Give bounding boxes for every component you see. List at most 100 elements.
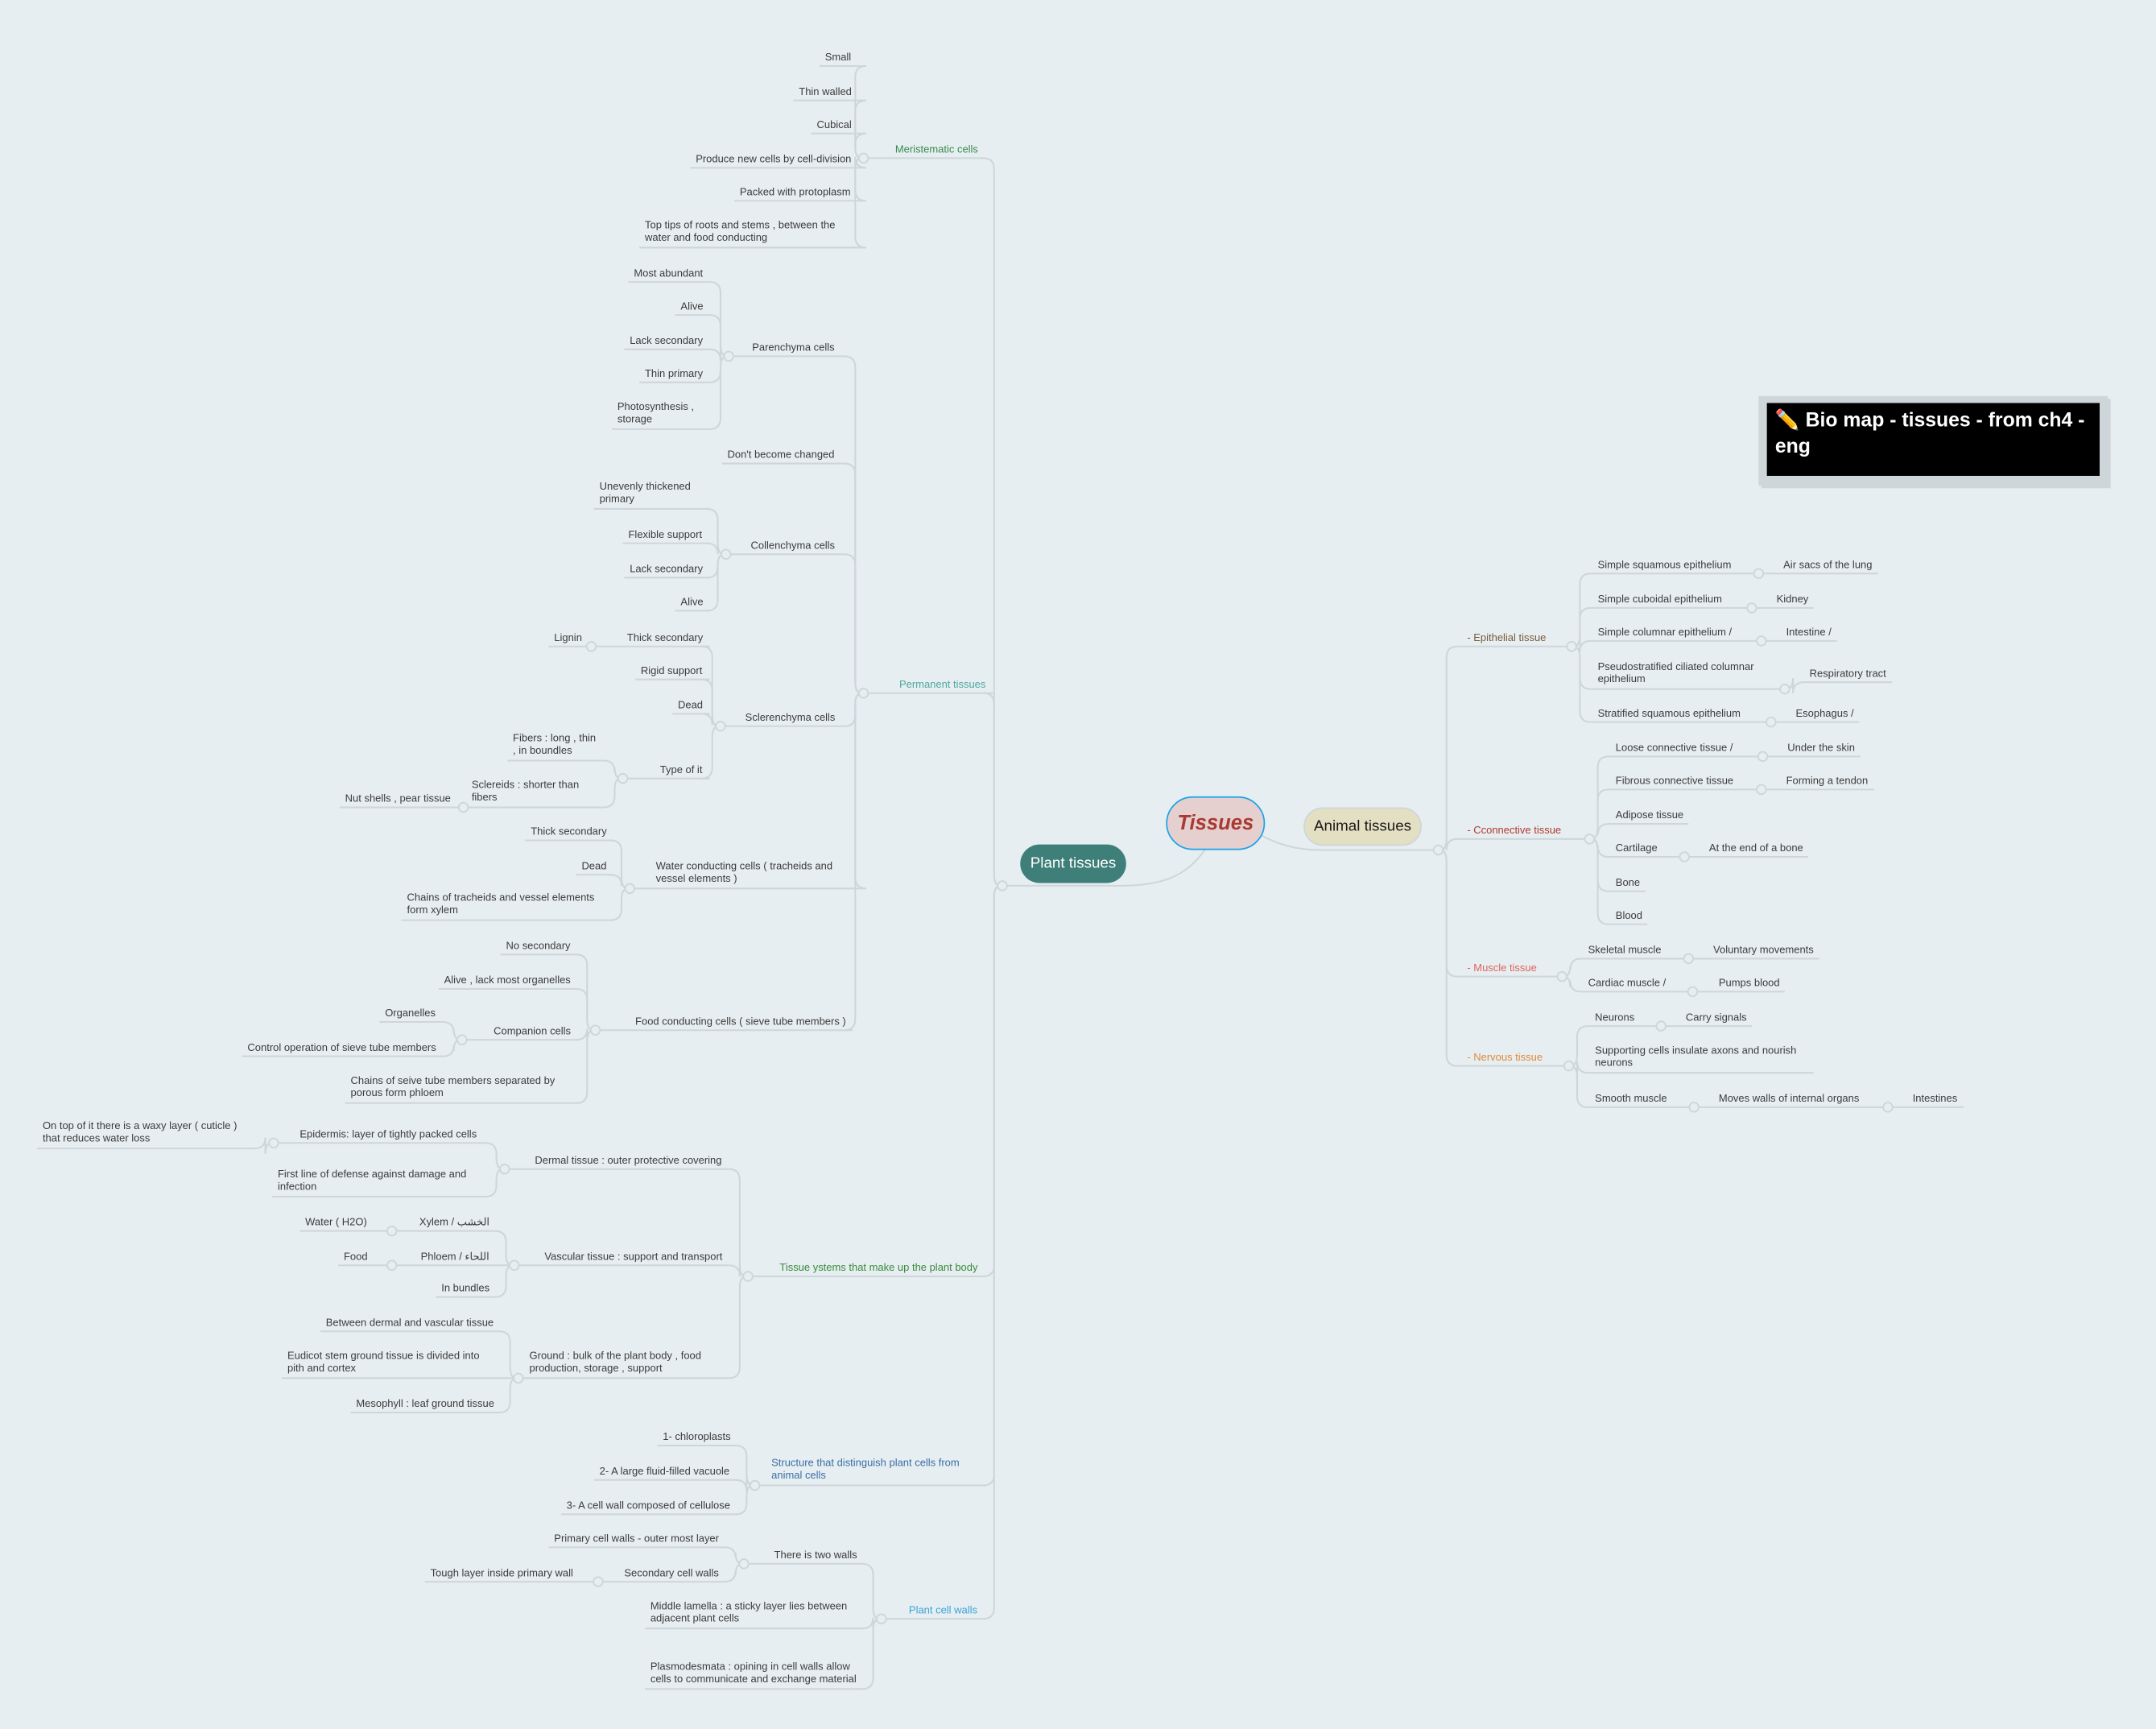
subtopic-kidney[interactable]: Kidney	[1776, 593, 1809, 606]
collapse-toggle-icon[interactable]	[617, 772, 629, 784]
subtopic-small[interactable]: Small	[824, 51, 852, 64]
branch-topic-plant-cell-walls[interactable]: Plant cell walls	[908, 1603, 978, 1616]
title-sticker[interactable]: ✏️ Bio map - tissues - from ch4 - eng	[1758, 395, 2109, 486]
subtopic-fibers-long-thin-in-boundles[interactable]: Fibers : long , thin , in boundles	[513, 731, 597, 758]
collapse-toggle-icon[interactable]	[721, 548, 732, 560]
collapse-toggle-icon[interactable]	[738, 1558, 750, 1570]
subtopic-dermal-tissue-outer-protective-covering[interactable]: Dermal tissue : outer protective coverin…	[535, 1153, 722, 1167]
subtopic-sclerenchyma-cells[interactable]: Sclerenchyma cells	[745, 710, 836, 724]
subtopic-supporting-cells-insulate-axons-and-nourish-neurons[interactable]: Supporting cells insulate axons and nour…	[1595, 1044, 1797, 1069]
subtopic-pseudostratified-ciliated-columnar-epithelium[interactable]: Pseudostratified ciliated columnar epith…	[1597, 660, 1754, 686]
subtopic-flexible-support[interactable]: Flexible support	[628, 527, 703, 541]
collapse-toggle-icon[interactable]	[1779, 683, 1790, 695]
subtopic-lignin[interactable]: Lignin	[554, 631, 582, 644]
collapse-toggle-icon[interactable]	[1566, 640, 1577, 652]
subtopic-epidermis-layer-of-tightly-packed-cells[interactable]: Epidermis: layer of tightly packed cells	[299, 1127, 477, 1140]
subtopic-stratified-squamous-epithelium[interactable]: Stratified squamous epithelium	[1597, 706, 1741, 720]
branch-topic-permanent-tissues[interactable]: Permanent tissues	[898, 677, 986, 691]
collapse-toggle-icon[interactable]	[715, 721, 726, 732]
subtopic-type-of-it[interactable]: Type of it	[659, 763, 703, 776]
subtopic-packed-with-protoplasm[interactable]: Packed with protoplasm	[739, 185, 851, 198]
subtopic-first-line-of-defense-against-damage-and-infection[interactable]: First line of defense against damage and…	[277, 1168, 467, 1193]
subtopic-plasmodesmata-opining-in-cell-walls-allow-cells-to-communicate-and-exchange-material[interactable]: Plasmodesmata : opining in cell walls al…	[650, 1660, 857, 1686]
subtopic-carry-signals[interactable]: Carry signals	[1685, 1011, 1747, 1024]
subtopic-loose-connective-tissue[interactable]: Loose connective tissue /	[1615, 741, 1733, 754]
subtopic-water-conducting-cells-tracheids-and-vessel-elements[interactable]: Water conducting cells ( tracheids and v…	[655, 859, 833, 885]
subtopic-mesophyll-leaf-ground-tissue[interactable]: Mesophyll : leaf ground tissue	[356, 1397, 494, 1410]
subtopic-parenchyma-cells[interactable]: Parenchyma cells	[752, 341, 835, 354]
collapse-toggle-icon[interactable]	[585, 640, 597, 652]
subtopic-adipose-tissue[interactable]: Adipose tissue	[1615, 809, 1684, 821]
collapse-toggle-icon[interactable]	[876, 1613, 887, 1624]
branch-topic-meristematic-cells[interactable]: Meristematic cells	[894, 143, 978, 155]
subtopic-neurons[interactable]: Neurons	[1595, 1011, 1635, 1024]
subtopic-intestines[interactable]: Intestines	[1912, 1092, 1958, 1105]
subtopic-3-a-cell-wall-composed-of-cellulose[interactable]: 3- A cell wall composed of cellulose	[566, 1499, 730, 1512]
collapse-toggle-icon[interactable]	[1655, 1020, 1667, 1032]
subtopic-thin-primary[interactable]: Thin primary	[645, 367, 704, 380]
subtopic-intestine[interactable]: Intestine /	[1786, 626, 1832, 639]
subtopic-skeletal-muscle[interactable]: Skeletal muscle	[1588, 943, 1662, 956]
collapse-toggle-icon[interactable]	[723, 350, 734, 362]
subtopic-chains-of-seive-tube-members-separated-by-porous-form-phloem[interactable]: Chains of seive tube members separated b…	[350, 1073, 556, 1100]
subtopic-collenchyma-cells[interactable]: Collenchyma cells	[750, 539, 836, 552]
collapse-toggle-icon[interactable]	[513, 1372, 524, 1384]
subtopic-phloem[interactable]: Phloem / اللحاء	[420, 1250, 489, 1263]
collapse-toggle-icon[interactable]	[1556, 970, 1567, 982]
subtopic-moves-walls-of-internal-organs[interactable]: Moves walls of internal organs	[1718, 1092, 1860, 1105]
collapse-toggle-icon[interactable]	[749, 1479, 761, 1491]
subtopic-don-t-become-changed[interactable]: Don't become changed	[727, 448, 835, 461]
subtopic-cartilage[interactable]: Cartilage	[1615, 842, 1658, 854]
subtopic-eudicot-stem-ground-tissue-is-divided-into-pith-and-cortex[interactable]: Eudicot stem ground tissue is divided in…	[287, 1349, 480, 1375]
subtopic-dead[interactable]: Dead	[581, 859, 607, 872]
branch-topic-nervous-tissue[interactable]: - Nervous tissue	[1467, 1050, 1543, 1064]
subtopic-water-h2o[interactable]: Water ( H2O)	[305, 1215, 367, 1229]
collapse-toggle-icon[interactable]	[509, 1260, 520, 1272]
subtopic-lack-secondary[interactable]: Lack secondary	[630, 334, 704, 347]
collapse-toggle-icon[interactable]	[1687, 986, 1699, 998]
subtopic-voluntary-movements[interactable]: Voluntary movements	[1713, 943, 1814, 956]
subtopic-ground-bulk-of-the-plant-body-food-production-storage-support[interactable]: Ground : bulk of the plant body , food p…	[529, 1349, 701, 1375]
collapse-toggle-icon[interactable]	[997, 880, 1008, 891]
subtopic-smooth-muscle[interactable]: Smooth muscle	[1595, 1092, 1667, 1105]
subtopic-no-secondary[interactable]: No secondary	[506, 939, 571, 952]
subtopic-rigid-support[interactable]: Rigid support	[640, 664, 703, 677]
collapse-toggle-icon[interactable]	[456, 1034, 468, 1045]
subtopic-forming-a-tendon[interactable]: Forming a tendon	[1786, 774, 1869, 787]
branch-topic-structure-that-distinguish-plant-cells-from-animal-cells[interactable]: Structure that distinguish plant cells f…	[771, 1456, 960, 1483]
subtopic-alive-lack-most-organelles[interactable]: Alive , lack most organelles	[444, 974, 571, 987]
branch-topic-muscle-tissue[interactable]: - Muscle tissue	[1467, 961, 1537, 974]
subtopic-thick-secondary[interactable]: Thick secondary	[531, 825, 607, 838]
subtopic-in-bundles[interactable]: In bundles	[441, 1281, 490, 1295]
subtopic-lack-secondary[interactable]: Lack secondary	[630, 562, 704, 575]
subtopic-esophagus[interactable]: Esophagus /	[1795, 706, 1854, 720]
collapse-toggle-icon[interactable]	[1584, 833, 1596, 845]
subtopic-top-tips-of-roots-and-stems-between-the-water-and-food-conducting[interactable]: Top tips of roots and stems , between th…	[645, 218, 836, 244]
subtopic-control-operation-of-sieve-tube-members[interactable]: Control operation of sieve tube members	[247, 1040, 436, 1054]
subtopic-there-is-two-walls[interactable]: There is two walls	[774, 1549, 857, 1561]
subtopic-secondary-cell-walls[interactable]: Secondary cell walls	[624, 1566, 719, 1579]
collapse-toggle-icon[interactable]	[1679, 851, 1690, 862]
collapse-toggle-icon[interactable]	[1756, 784, 1767, 796]
subtopic-blood[interactable]: Blood	[1615, 908, 1642, 922]
collapse-toggle-icon[interactable]	[1688, 1102, 1700, 1113]
collapse-toggle-icon[interactable]	[386, 1225, 398, 1237]
subtopic-alive[interactable]: Alive	[680, 595, 704, 608]
subtopic-under-the-skin[interactable]: Under the skin	[1787, 741, 1855, 754]
collapse-toggle-icon[interactable]	[589, 1024, 601, 1036]
subtopic-cubical[interactable]: Cubical	[816, 118, 852, 131]
subtopic-respiratory-tract[interactable]: Respiratory tract	[1809, 667, 1886, 680]
subtopic-simple-columnar-epithelium[interactable]: Simple columnar epithelium /	[1597, 626, 1733, 639]
subtopic-photosynthesis-storage[interactable]: Photosynthesis , storage	[617, 400, 695, 426]
subtopic-cardiac-muscle[interactable]: Cardiac muscle /	[1588, 976, 1667, 989]
main-topic-plant-tissues[interactable]: Plant tissues	[1020, 844, 1126, 883]
subtopic-thin-walled[interactable]: Thin walled	[799, 85, 852, 98]
subtopic-simple-squamous-epithelium[interactable]: Simple squamous epithelium	[1597, 558, 1732, 571]
subtopic-produce-new-cells-by-cell-division[interactable]: Produce new cells by cell-division	[696, 152, 852, 165]
collapse-toggle-icon[interactable]	[624, 883, 635, 895]
collapse-toggle-icon[interactable]	[857, 688, 869, 699]
subtopic-most-abundant[interactable]: Most abundant	[634, 267, 704, 279]
collapse-toggle-icon[interactable]	[1766, 716, 1777, 728]
collapse-toggle-icon[interactable]	[1757, 751, 1769, 763]
subtopic-chains-of-tracheids-and-vessel-elements-form-xylem[interactable]: Chains of tracheids and vessel elements …	[407, 891, 595, 917]
